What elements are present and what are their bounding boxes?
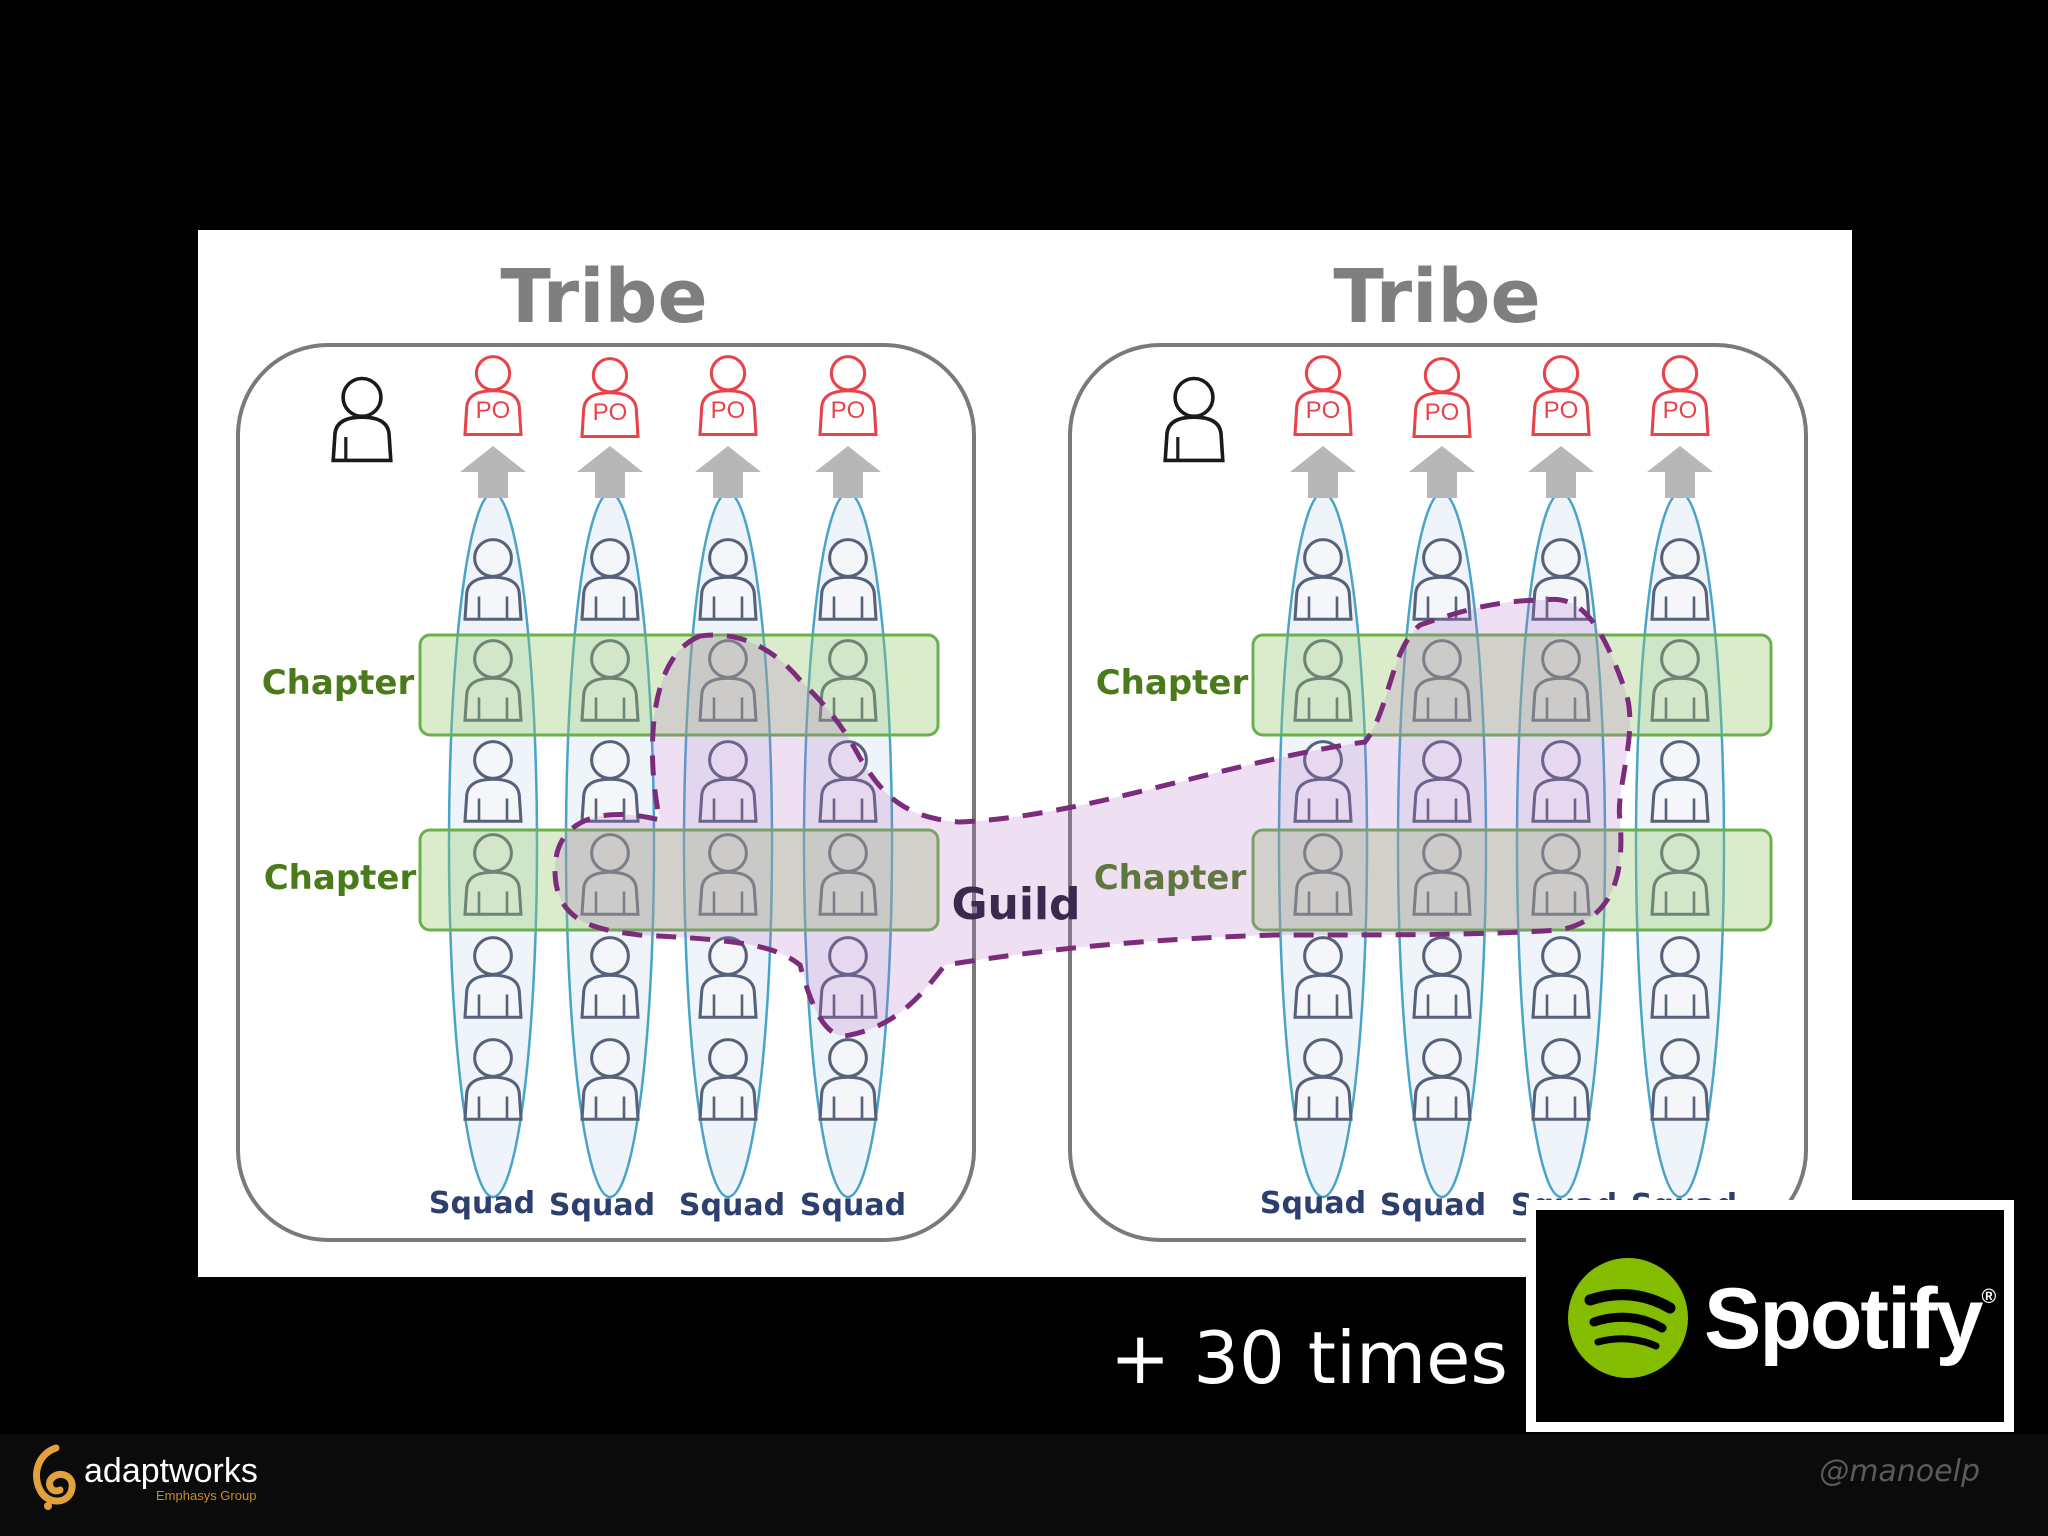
product-owners: PO PO PO PO [1293, 355, 1710, 439]
po-label: PO [476, 397, 511, 424]
po-label: PO [711, 397, 746, 424]
scale-caption: + 30 times [1110, 1316, 1508, 1400]
tribe-1-title: Tribe [500, 254, 707, 340]
arrow-up-icon [1290, 446, 1356, 498]
tribe-2-title: Tribe [1333, 254, 1540, 340]
guild-region [552, 596, 1633, 1039]
adaptworks-swirl-icon [33, 1444, 76, 1510]
spotify-logo-icon [1568, 1258, 1688, 1378]
po-label: PO [1306, 397, 1341, 424]
company-name: adaptworks [84, 1452, 258, 1490]
company-subtitle: Emphasys Group [156, 1488, 257, 1503]
squad-label: Squad [800, 1188, 906, 1223]
chapter-band [418, 633, 940, 737]
arrow-up-icon [1409, 446, 1475, 498]
squad-label: Squad [1260, 1186, 1366, 1221]
arrow-up-icon [1647, 446, 1713, 498]
po-label: PO [831, 397, 866, 424]
squad-label: Squad [1380, 1188, 1486, 1223]
po-label: PO [1425, 399, 1460, 426]
tribe-2: Tribe PO PO PO PO [1068, 254, 1808, 1242]
chapter-band [418, 828, 940, 932]
po-label: PO [1544, 397, 1579, 424]
tribe-1: Tribe PO PO PO PO [236, 254, 976, 1242]
po-label: PO [593, 399, 628, 426]
chapter-label: Chapter [1096, 663, 1249, 703]
squad-label: Squad [679, 1188, 785, 1223]
chapter-label: Chapter [1094, 858, 1247, 898]
arrow-up-icon [695, 446, 761, 498]
arrow-up-icon [460, 446, 526, 498]
product-owners: PO PO PO PO [463, 355, 878, 439]
arrow-up-icon [1528, 446, 1594, 498]
arrow-up-icon [815, 446, 881, 498]
chapter-label: Chapter [262, 663, 415, 703]
squad-label: Squad [429, 1186, 535, 1221]
footer-bar [0, 1434, 2048, 1536]
author-handle: @manoelp [1819, 1454, 1980, 1489]
spotify-wordmark: Spotify® [1704, 1270, 1996, 1369]
chapter-label: Chapter [264, 858, 417, 898]
arrows [460, 446, 881, 498]
registered-mark: ® [1981, 1286, 1996, 1308]
arrow-up-icon [577, 446, 643, 498]
guild-label: Guild [951, 879, 1080, 930]
arrows [1290, 446, 1713, 498]
squad-label: Squad [549, 1188, 655, 1223]
spotify-name: Spotify [1704, 1271, 1983, 1367]
po-label: PO [1663, 397, 1698, 424]
